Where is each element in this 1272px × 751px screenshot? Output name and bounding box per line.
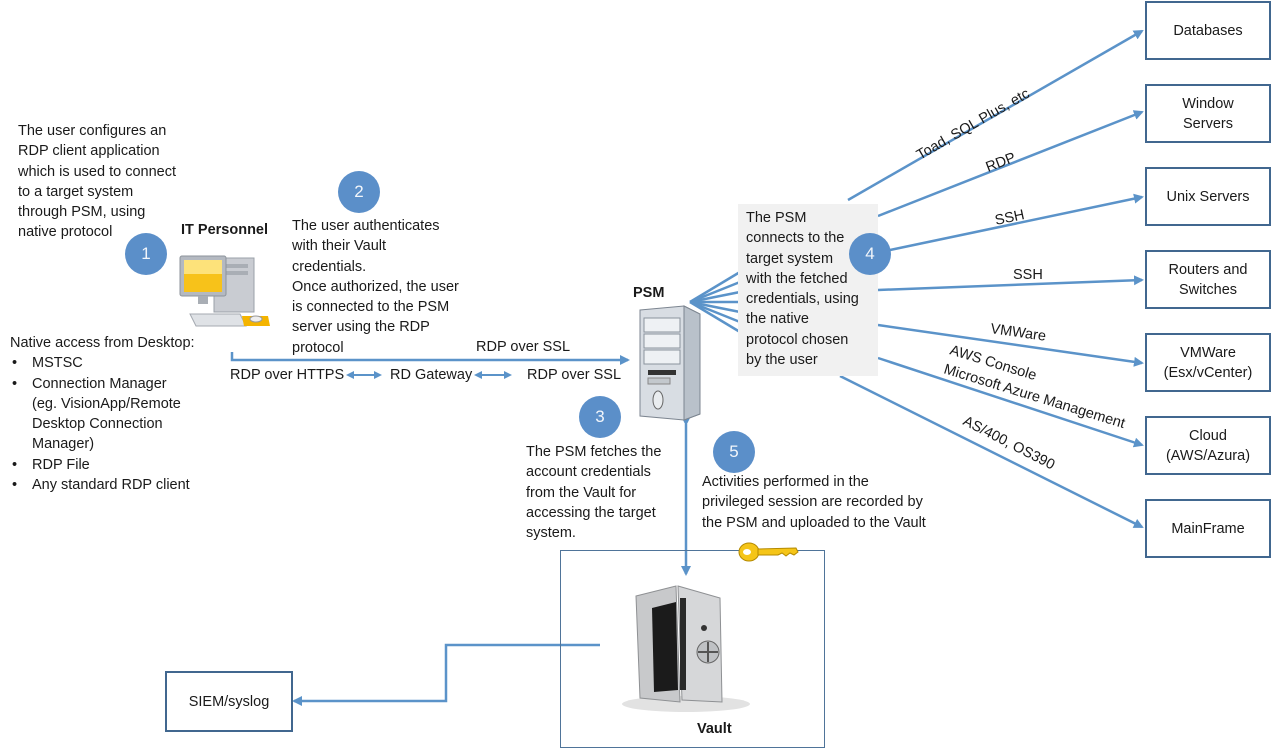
protocol-label-unix-servers: SSH — [994, 207, 1027, 229]
target-window-servers: Window Servers — [1145, 84, 1271, 143]
desktop-computer-icon — [178, 254, 274, 334]
step-3-description: The PSM fetches the account credentials … — [526, 444, 662, 542]
rdp-over-ssl-bottom-label: RDP over SSL — [527, 367, 622, 383]
vault-container — [560, 550, 825, 748]
it-personnel-label: IT Personnel — [181, 222, 269, 238]
step-2-badge: 2 — [338, 171, 380, 213]
step-1-badge: 1 — [125, 233, 167, 275]
rdp-over-ssl-top-label: RDP over SSL — [476, 339, 571, 355]
protocol-label-routers: SSH — [1013, 267, 1043, 283]
arrow-to-mainframe — [839, 374, 1144, 529]
arrow-to-routers — [877, 275, 1144, 292]
native-access-item: Any standard RDP client — [12, 475, 195, 496]
native-access-item: Connection Manager (eg. VisionApp/Remote… — [12, 374, 195, 455]
arrow-to-databases — [847, 29, 1144, 202]
native-access-item: RDP File — [12, 455, 195, 476]
vault-label: Vault — [697, 721, 732, 737]
vault-to-siem-arrow — [292, 643, 600, 706]
protocol-label-window-servers: RDP — [984, 150, 1018, 176]
rdp-connection-arrow — [230, 352, 630, 365]
rdp-over-https-label: RDP over HTTPS — [230, 367, 345, 383]
step-4-badge: 4 — [849, 233, 891, 275]
step-2-description: The user authenticates with their Vault … — [292, 218, 459, 356]
arrow-to-cloud — [877, 356, 1144, 448]
protocol-label-databases: Toad, SQL Plus, etc — [914, 86, 1033, 164]
step-5-description: Activities performed in the privileged s… — [702, 474, 926, 531]
native-access-heading: Native access from Desktop: — [10, 335, 195, 351]
target-mainframe: MainFrame — [1145, 499, 1271, 558]
psm-fan-lines — [689, 270, 741, 334]
safe-icon — [604, 578, 768, 714]
arrow-to-vmware — [877, 323, 1144, 367]
step-4-description: The PSM connects to the target system wi… — [738, 204, 878, 376]
psm-label: PSM — [633, 285, 665, 301]
rd-gateway-label: RD Gateway — [390, 367, 473, 383]
target-vmware: VMWare (Esx/vCenter) — [1145, 333, 1271, 392]
step-5-badge: 5 — [713, 431, 755, 473]
key-icon — [738, 540, 800, 564]
target-unix-servers: Unix Servers — [1145, 167, 1271, 226]
protocol-label-vmware: VMWare — [989, 321, 1047, 345]
siem-syslog-box: SIEM/syslog — [165, 671, 293, 732]
arrow-to-window-servers — [877, 110, 1144, 218]
target-routers-switches: Routers and Switches — [1145, 250, 1271, 309]
step-3-badge: 3 — [579, 396, 621, 438]
native-access-item: MSTSC — [12, 353, 195, 374]
target-cloud: Cloud (AWS/Azura) — [1145, 416, 1271, 475]
server-tower-icon — [634, 304, 706, 422]
native-access-panel: Native access from Desktop: MSTSC Connec… — [10, 333, 195, 496]
target-databases: Databases — [1145, 1, 1271, 60]
step-1-description: The user configures an RDP client applic… — [18, 123, 176, 241]
arrow-to-unix-servers — [889, 193, 1144, 252]
